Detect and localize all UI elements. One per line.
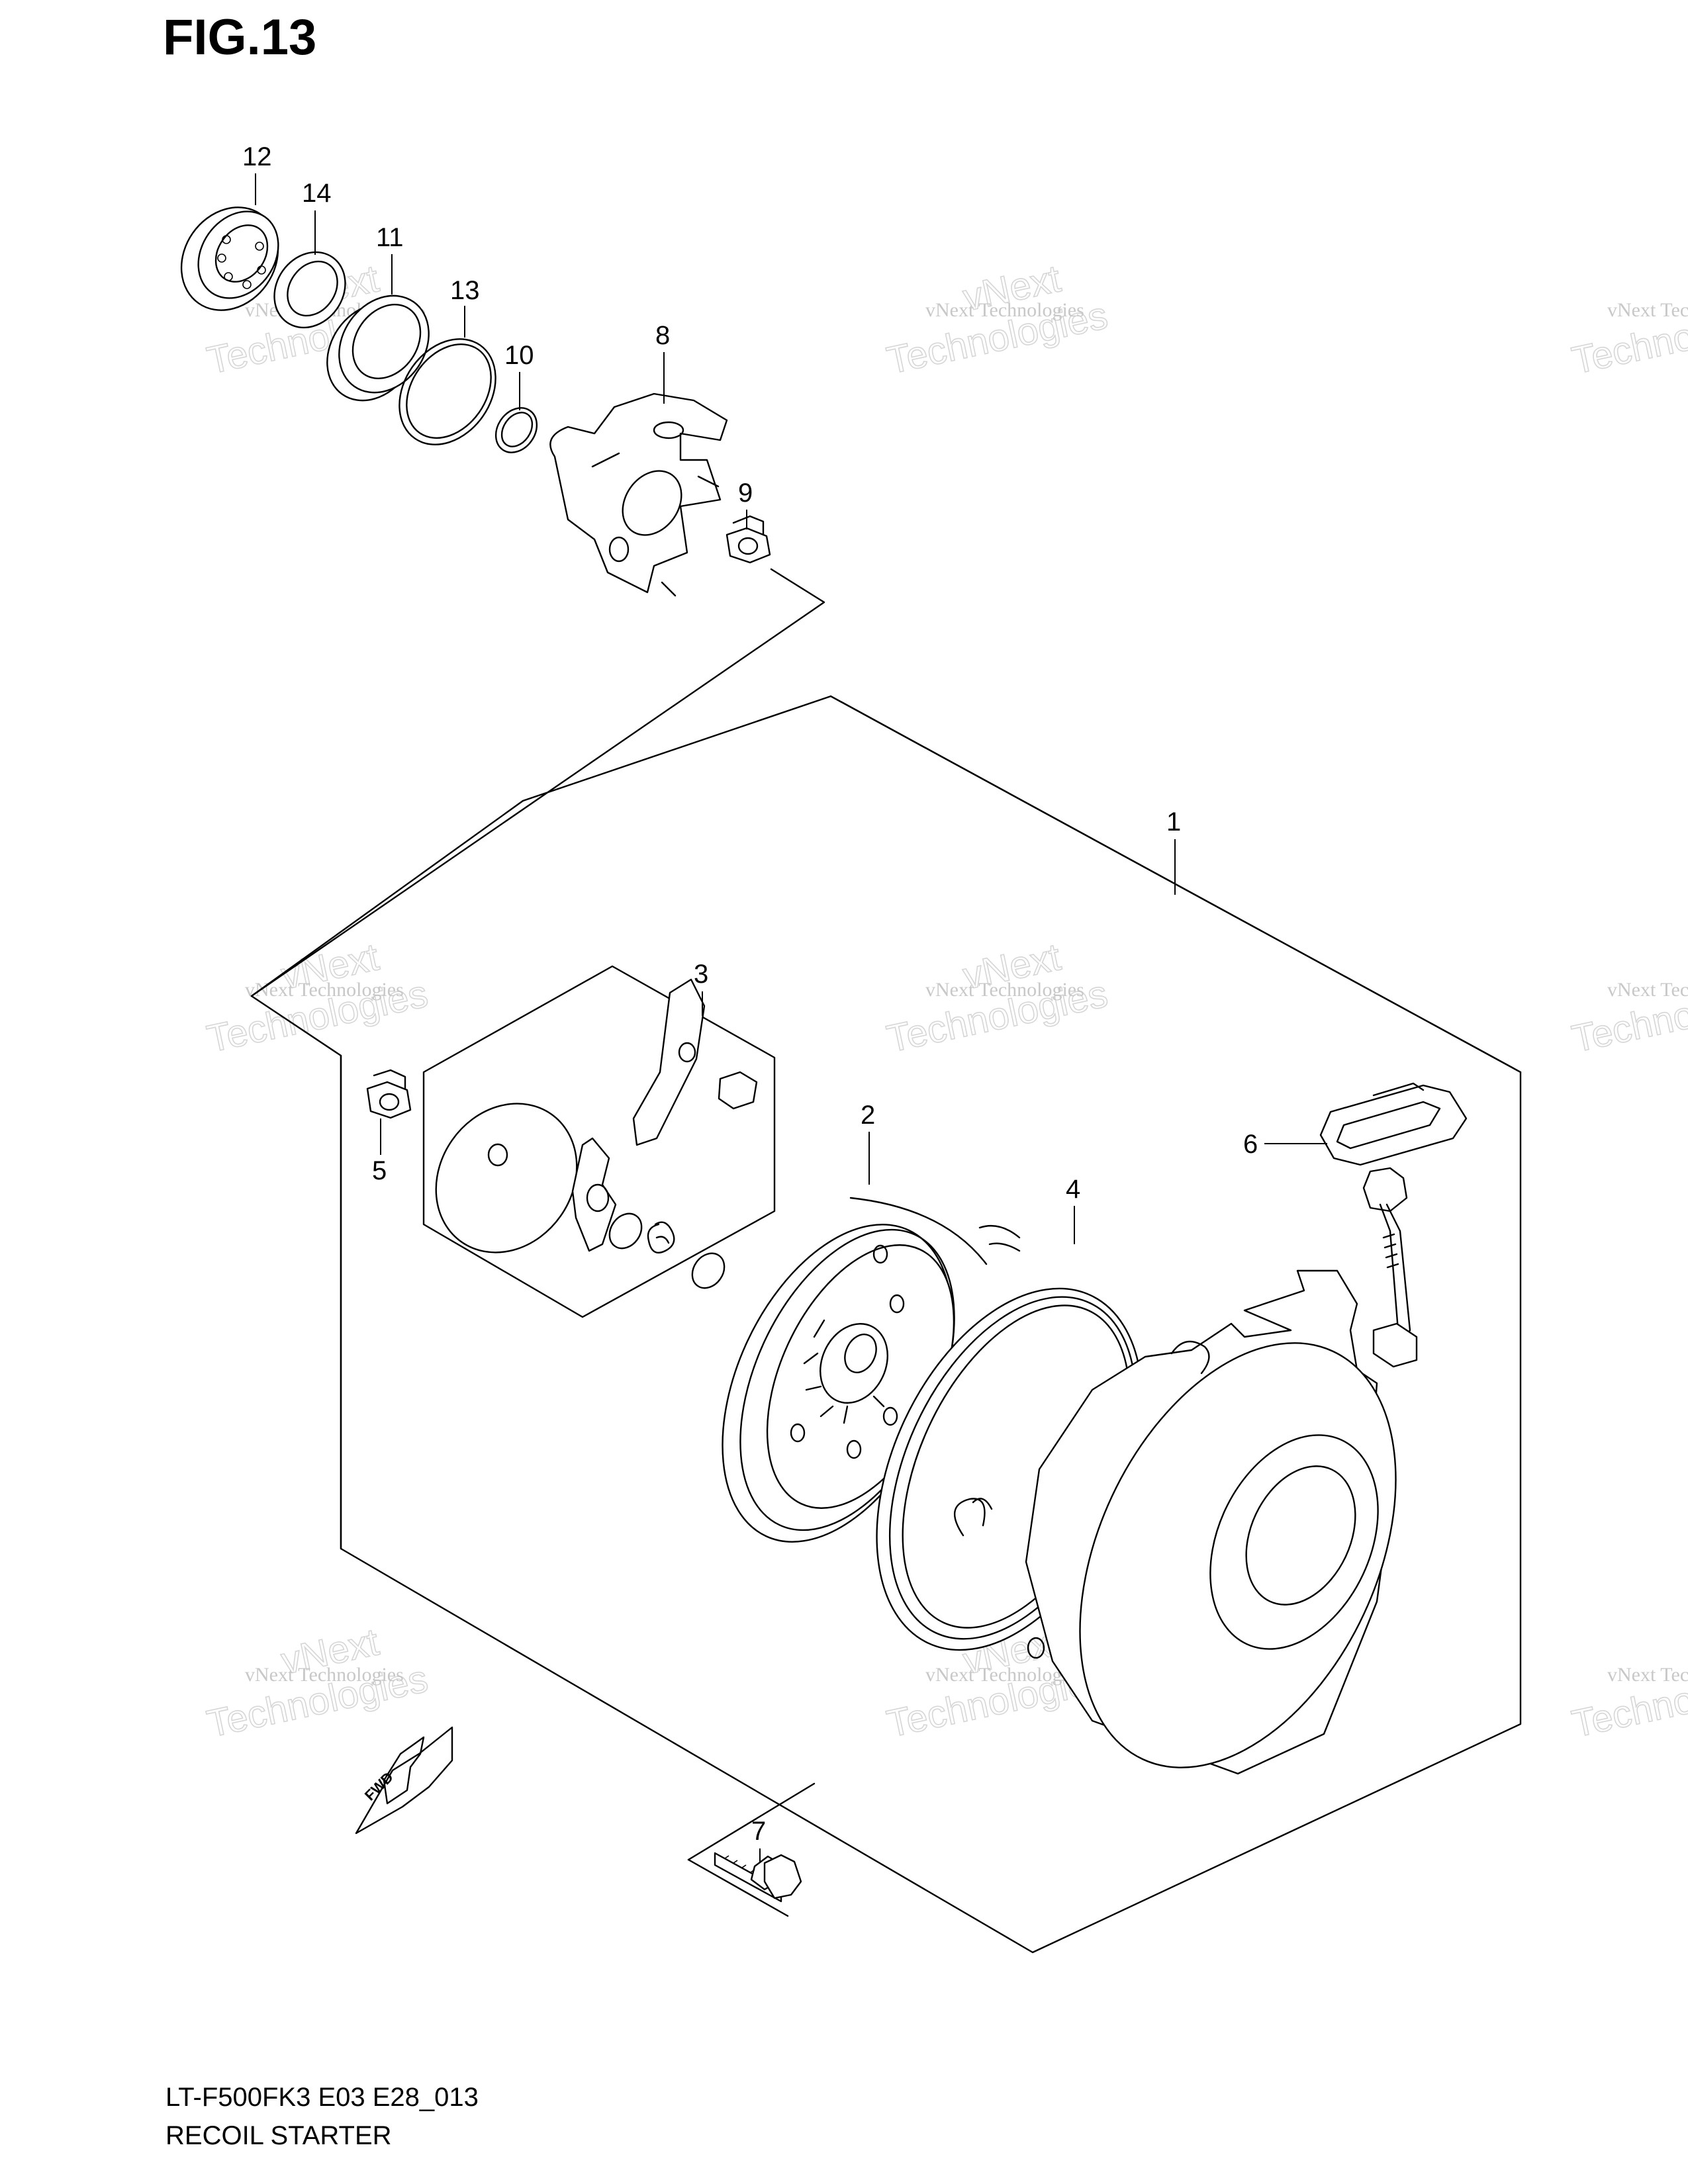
part-11-oil-seal [326, 295, 430, 402]
callout-5: 5 [372, 1156, 387, 1185]
watermark-small: vNext Technologies [245, 979, 404, 1001]
part-7-bolt [714, 1852, 802, 1903]
watermark: Technologies vNext vNext Technologies [203, 1620, 432, 1747]
callout-11: 11 [376, 223, 404, 252]
part-6-starter-handle [1319, 1082, 1468, 1368]
callout-13: 13 [450, 276, 480, 305]
part-1-recoil-housing [1025, 1269, 1397, 1775]
part-9-nut [726, 515, 771, 564]
watermark-small: vNext Technologies [245, 1664, 404, 1686]
assembly-outline-upper-left [250, 799, 524, 997]
part-10-o-ring [494, 407, 538, 453]
part-8-starter-drive [549, 392, 728, 597]
assembly-link-line [250, 568, 825, 997]
callout-1: 1 [1166, 807, 1181, 837]
part-14-washer [273, 251, 346, 329]
part-3-ratchet-parts [435, 978, 758, 1289]
callout-3: 3 [694, 960, 708, 989]
figure-caption: RECOIL STARTER [165, 2121, 392, 2150]
subassembly-box-3 [422, 965, 776, 1318]
callout-8: 8 [655, 321, 670, 350]
callout-4: 4 [1066, 1175, 1080, 1204]
watermark: Technologies vNext Technologies [1568, 1657, 1688, 1747]
model-code: LT-F500FK3 E03 E28_013 [165, 2083, 479, 2112]
watermark: Technologies vNext Technologies [1568, 972, 1688, 1062]
watermark-small: vNext Technologies [1607, 299, 1688, 321]
bolt-link-line-2 [687, 1858, 789, 1917]
callout-14: 14 [302, 179, 332, 208]
callout-7: 7 [751, 1817, 766, 1846]
callouts: 12 14 11 13 10 8 9 1 3 2 4 6 5 7 [242, 142, 1327, 1863]
fwd-arrow-icon: FWD [355, 1726, 453, 1835]
watermark-small: vNext Technologies [1607, 1664, 1688, 1686]
callout-12: 12 [242, 142, 272, 171]
part-5-nut [366, 1069, 412, 1119]
watermark-small: vNext Technologies [925, 299, 1084, 321]
watermark: Technologies vNext Technologies [1568, 293, 1688, 383]
watermark: Technologies vNext vNext Technologies [882, 257, 1111, 383]
callout-6: 6 [1243, 1130, 1258, 1159]
callout-9: 9 [738, 478, 753, 508]
part-13-o-ring [399, 338, 496, 445]
bolt-link-line [687, 1782, 816, 1861]
watermark-small: vNext Technologies [925, 979, 1084, 1001]
watermark-small: vNext Technologies [1607, 979, 1688, 1001]
figure-title: FIG.13 [163, 9, 316, 66]
part-12-bearing [180, 206, 279, 311]
watermark: Technologies vNext vNext Technologies [203, 935, 432, 1062]
callout-2: 2 [861, 1101, 875, 1130]
watermark: Technologies vNext vNext Technologies [882, 935, 1111, 1062]
callout-10: 10 [504, 341, 534, 370]
